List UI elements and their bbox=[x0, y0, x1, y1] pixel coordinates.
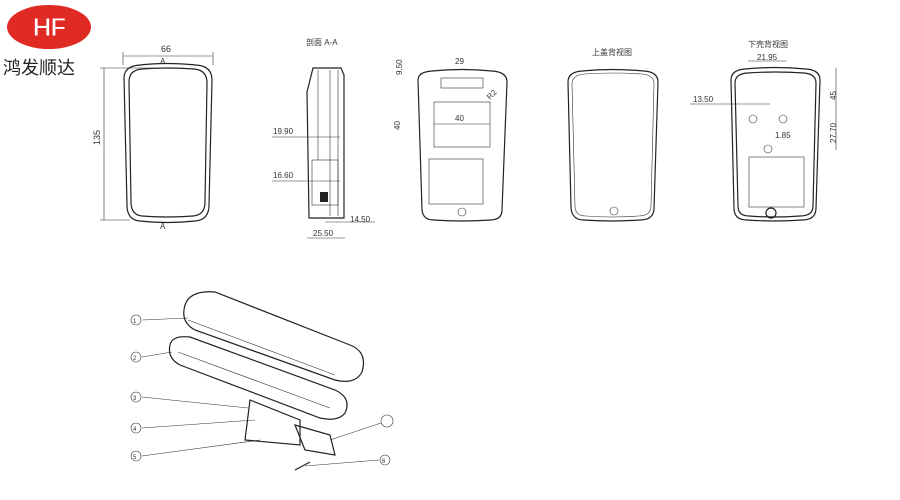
section-mark-bottom: A bbox=[160, 222, 166, 231]
dim-29: 29 bbox=[455, 57, 464, 66]
callout-5: 5 bbox=[133, 455, 137, 461]
company-logo: HF bbox=[7, 5, 91, 49]
section-mark-top: A bbox=[160, 57, 166, 66]
front-view: 66 135 A A bbox=[92, 44, 214, 231]
bottom-shell-view: 下壳背视图 21.95 13.50 45 1.85 27.70 bbox=[690, 39, 838, 222]
callout-3: 3 bbox=[133, 396, 137, 402]
dim-40-height: 40 bbox=[393, 121, 402, 130]
section-title: 剖面 A-A bbox=[306, 37, 338, 47]
dim-27-70: 27.70 bbox=[829, 122, 838, 143]
dim-9-50: 9.50 bbox=[395, 59, 404, 75]
callouts: 1 2 3 4 5 6 bbox=[130, 314, 394, 467]
dim-1-85: 1.85 bbox=[775, 131, 791, 140]
exploded-view: 1 2 3 4 5 6 bbox=[130, 291, 394, 471]
dim-16-60: 16.60 bbox=[273, 171, 294, 180]
callout-4: 4 bbox=[133, 427, 137, 433]
dim-width: 66 bbox=[161, 44, 171, 54]
callout-2: 2 bbox=[133, 356, 137, 362]
dim-r2: R2 bbox=[485, 87, 499, 101]
callout-1: 1 bbox=[133, 319, 137, 325]
dim-13-50: 13.50 bbox=[693, 95, 714, 104]
section-view: 剖面 A-A 19.90 16.60 14.50 25.50 bbox=[272, 37, 375, 239]
dim-19-90: 19.90 bbox=[273, 127, 294, 136]
top-cover-view: 上盖背视图 bbox=[567, 47, 659, 222]
logo-text: HF bbox=[32, 11, 67, 42]
dim-25-50: 25.50 bbox=[313, 229, 334, 238]
brand-name: 鸿发顺达 bbox=[3, 58, 75, 79]
dim-21-95: 21.95 bbox=[757, 53, 778, 62]
lid-view: 29 9.50 40 40 R2 bbox=[393, 57, 508, 222]
top-cover-title: 上盖背视图 bbox=[592, 47, 632, 57]
dim-40-width: 40 bbox=[455, 114, 464, 123]
bottom-shell-title: 下壳背视图 bbox=[748, 39, 788, 49]
dim-height: 135 bbox=[92, 130, 102, 145]
dim-14-50: 14.50 bbox=[350, 215, 371, 224]
dim-45: 45 bbox=[829, 91, 838, 100]
callout-6: 6 bbox=[382, 459, 386, 465]
